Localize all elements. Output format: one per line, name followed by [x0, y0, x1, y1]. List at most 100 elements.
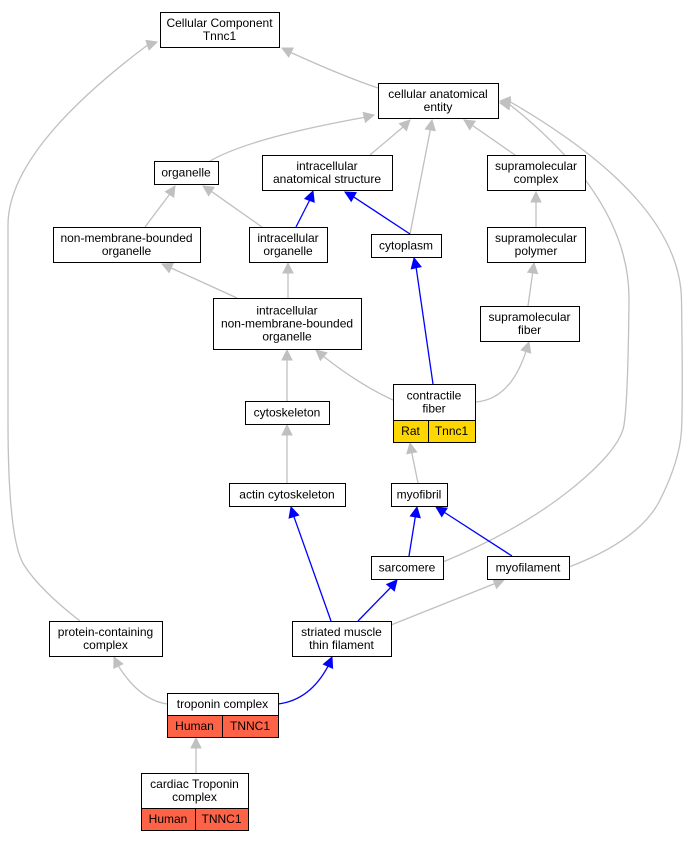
edge-arrowhead: [498, 95, 511, 108]
node-actin[interactable]: actin cytoskeleton: [229, 483, 346, 507]
node-label: cellular anatomical: [388, 87, 487, 101]
node-label: supramolecular: [495, 159, 577, 173]
node-box: [292, 621, 392, 657]
species-label: Human: [175, 719, 214, 733]
edge-line: [472, 124, 516, 156]
node-inmbo[interactable]: intracellularnon-membrane-boundedorganel…: [213, 298, 362, 350]
edge-arrowhead: [410, 256, 422, 270]
edge-line: [323, 356, 394, 401]
edge-arrowhead: [398, 119, 411, 132]
node-label: complex: [83, 638, 128, 652]
node-label: complex: [172, 790, 217, 804]
edge-arrowhead: [435, 506, 448, 518]
node-label: fiber: [518, 323, 541, 337]
node-label: cardiac Troponin: [150, 777, 239, 791]
node-box: [245, 401, 330, 425]
edge-smtf-to-sarcomere: [357, 579, 398, 622]
edge-myofilament-to-myofibril: [435, 506, 513, 557]
node-label: entity: [424, 100, 453, 114]
edge-line: [293, 516, 332, 622]
node-box: [487, 556, 570, 580]
node-label: organelle: [102, 244, 152, 258]
node-label: Tnnc1: [203, 29, 237, 43]
edge-line: [444, 511, 513, 557]
gene-badge-cell: [428, 420, 476, 443]
node-label: myofibril: [397, 488, 442, 502]
node-sarcomere[interactable]: sarcomere: [371, 556, 444, 580]
species-label: Human: [149, 812, 188, 826]
edge-arrowhead: [113, 655, 124, 669]
edge-troponin-to-smtf: [277, 655, 334, 705]
edge-line: [170, 267, 238, 299]
edge-line: [277, 665, 329, 705]
edge-line: [442, 104, 630, 563]
node-label: myofilament: [496, 561, 561, 575]
gene-label: TNNC1: [201, 812, 241, 826]
node-label: troponin complex: [177, 697, 268, 711]
edge-line: [117, 665, 168, 705]
node-label: organelle: [263, 244, 313, 258]
node-box: [160, 12, 280, 48]
node-organelle[interactable]: organelle: [154, 161, 219, 185]
edge-line: [527, 272, 534, 307]
node-box: [371, 556, 444, 580]
edge-arrowhead: [526, 261, 539, 275]
node-box: [371, 234, 442, 258]
edge-line: [144, 193, 171, 228]
node-box: [262, 155, 393, 191]
edge-arrowhead: [409, 505, 421, 519]
edge-io-to-organelle: [202, 185, 263, 228]
edge-line: [474, 351, 527, 403]
species-label: Rat: [401, 424, 420, 438]
edge-arrowhead: [315, 349, 328, 362]
node-box: [391, 483, 448, 507]
edge-arrowhead: [282, 261, 294, 274]
node-myofibril[interactable]: myofibril: [391, 483, 448, 507]
node-label: thin filament: [309, 638, 374, 652]
edge-line: [369, 126, 404, 156]
node-label: Cellular Component: [166, 16, 273, 30]
node-label: non-membrane-bounded: [221, 317, 353, 331]
node-label: complex: [514, 172, 559, 186]
node-cytoplasm[interactable]: cytoplasm: [371, 234, 442, 258]
edge-pcc-to-cc_root: [7, 39, 159, 622]
edge-arrowhead: [385, 579, 398, 592]
edge-arrowhead: [145, 39, 159, 51]
edge-troponin-to-pcc: [113, 655, 168, 705]
edge-line: [409, 129, 431, 235]
edge-cf-to-inmbo: [315, 349, 394, 401]
edge-cytoplasm-to-cae: [409, 118, 436, 235]
node-myofilament[interactable]: myofilament: [487, 556, 570, 580]
edge-line: [211, 190, 263, 228]
edge-arrowhead: [303, 189, 315, 203]
node-box: [229, 483, 346, 507]
node-cytoskeleton[interactable]: cytoskeleton: [245, 401, 330, 425]
node-label: anatomical structure: [273, 172, 381, 186]
edge-cytoplasm-to-ias: [344, 191, 411, 235]
gene-badge-cell: [222, 715, 279, 738]
edge-arrowhead: [344, 191, 357, 203]
edge-arrowhead: [492, 578, 506, 590]
edge-arrowhead: [322, 655, 334, 669]
edge-arrowhead: [281, 423, 293, 436]
node-label: polymer: [515, 244, 558, 258]
edge-arrowhead: [463, 119, 476, 131]
node-label: intracellular: [257, 231, 318, 245]
edge-myofibril-to-cf: [406, 441, 419, 484]
edge-line: [209, 116, 365, 162]
